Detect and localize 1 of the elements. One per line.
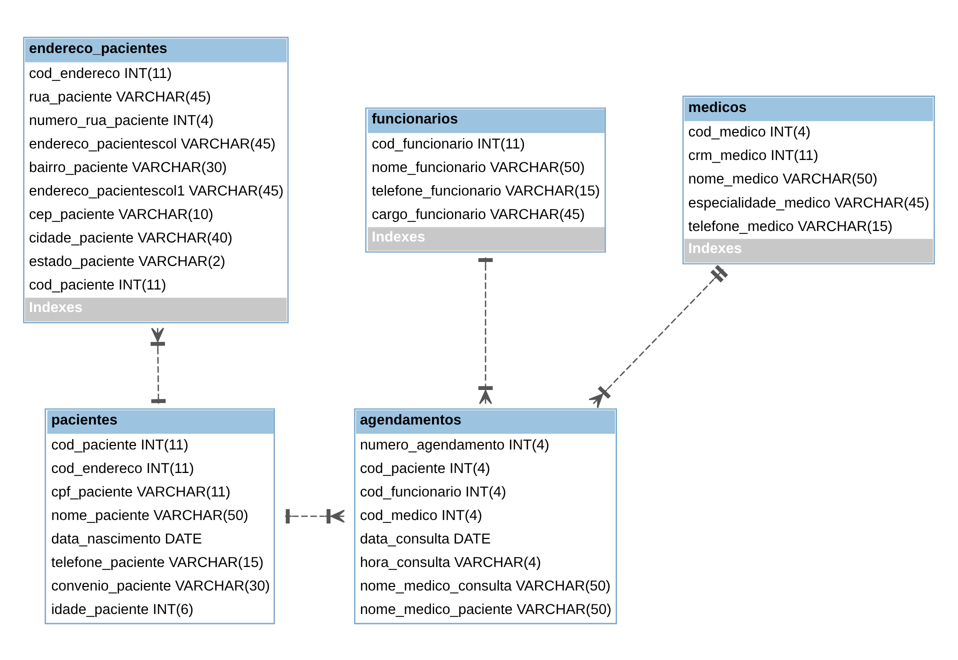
connector <box>588 264 728 408</box>
